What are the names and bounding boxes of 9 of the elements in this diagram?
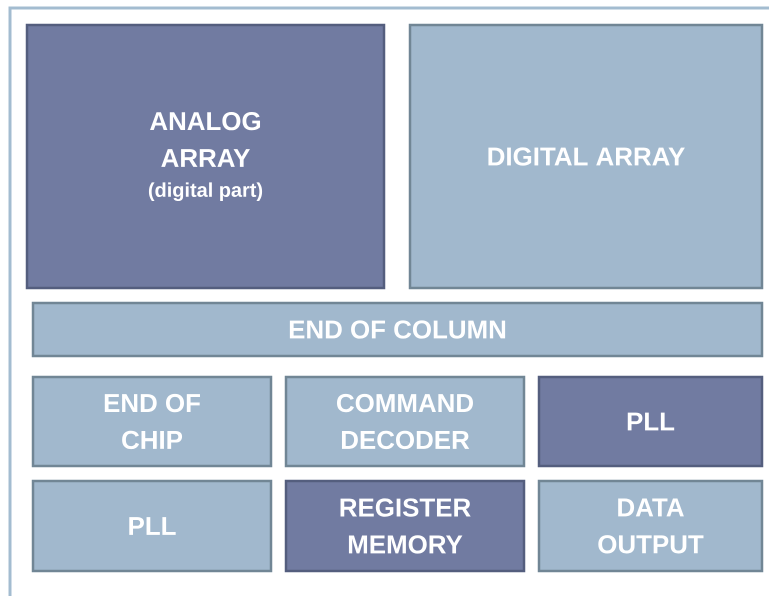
block-box: REGISTER MEMORY: [284, 480, 526, 572]
block-box: END OF CHIP: [32, 376, 272, 468]
block-box: PLL: [538, 376, 764, 468]
block-box: PLL: [32, 480, 272, 572]
block-box: COMMAND DECODER: [284, 376, 526, 468]
block-box: END OF COLUMN: [32, 302, 764, 358]
block-box: DIGITAL ARRAY: [408, 24, 764, 290]
block-box: ANALOG ARRAY (digital part): [26, 24, 386, 290]
block-box: DATA OUTPUT: [538, 480, 764, 572]
